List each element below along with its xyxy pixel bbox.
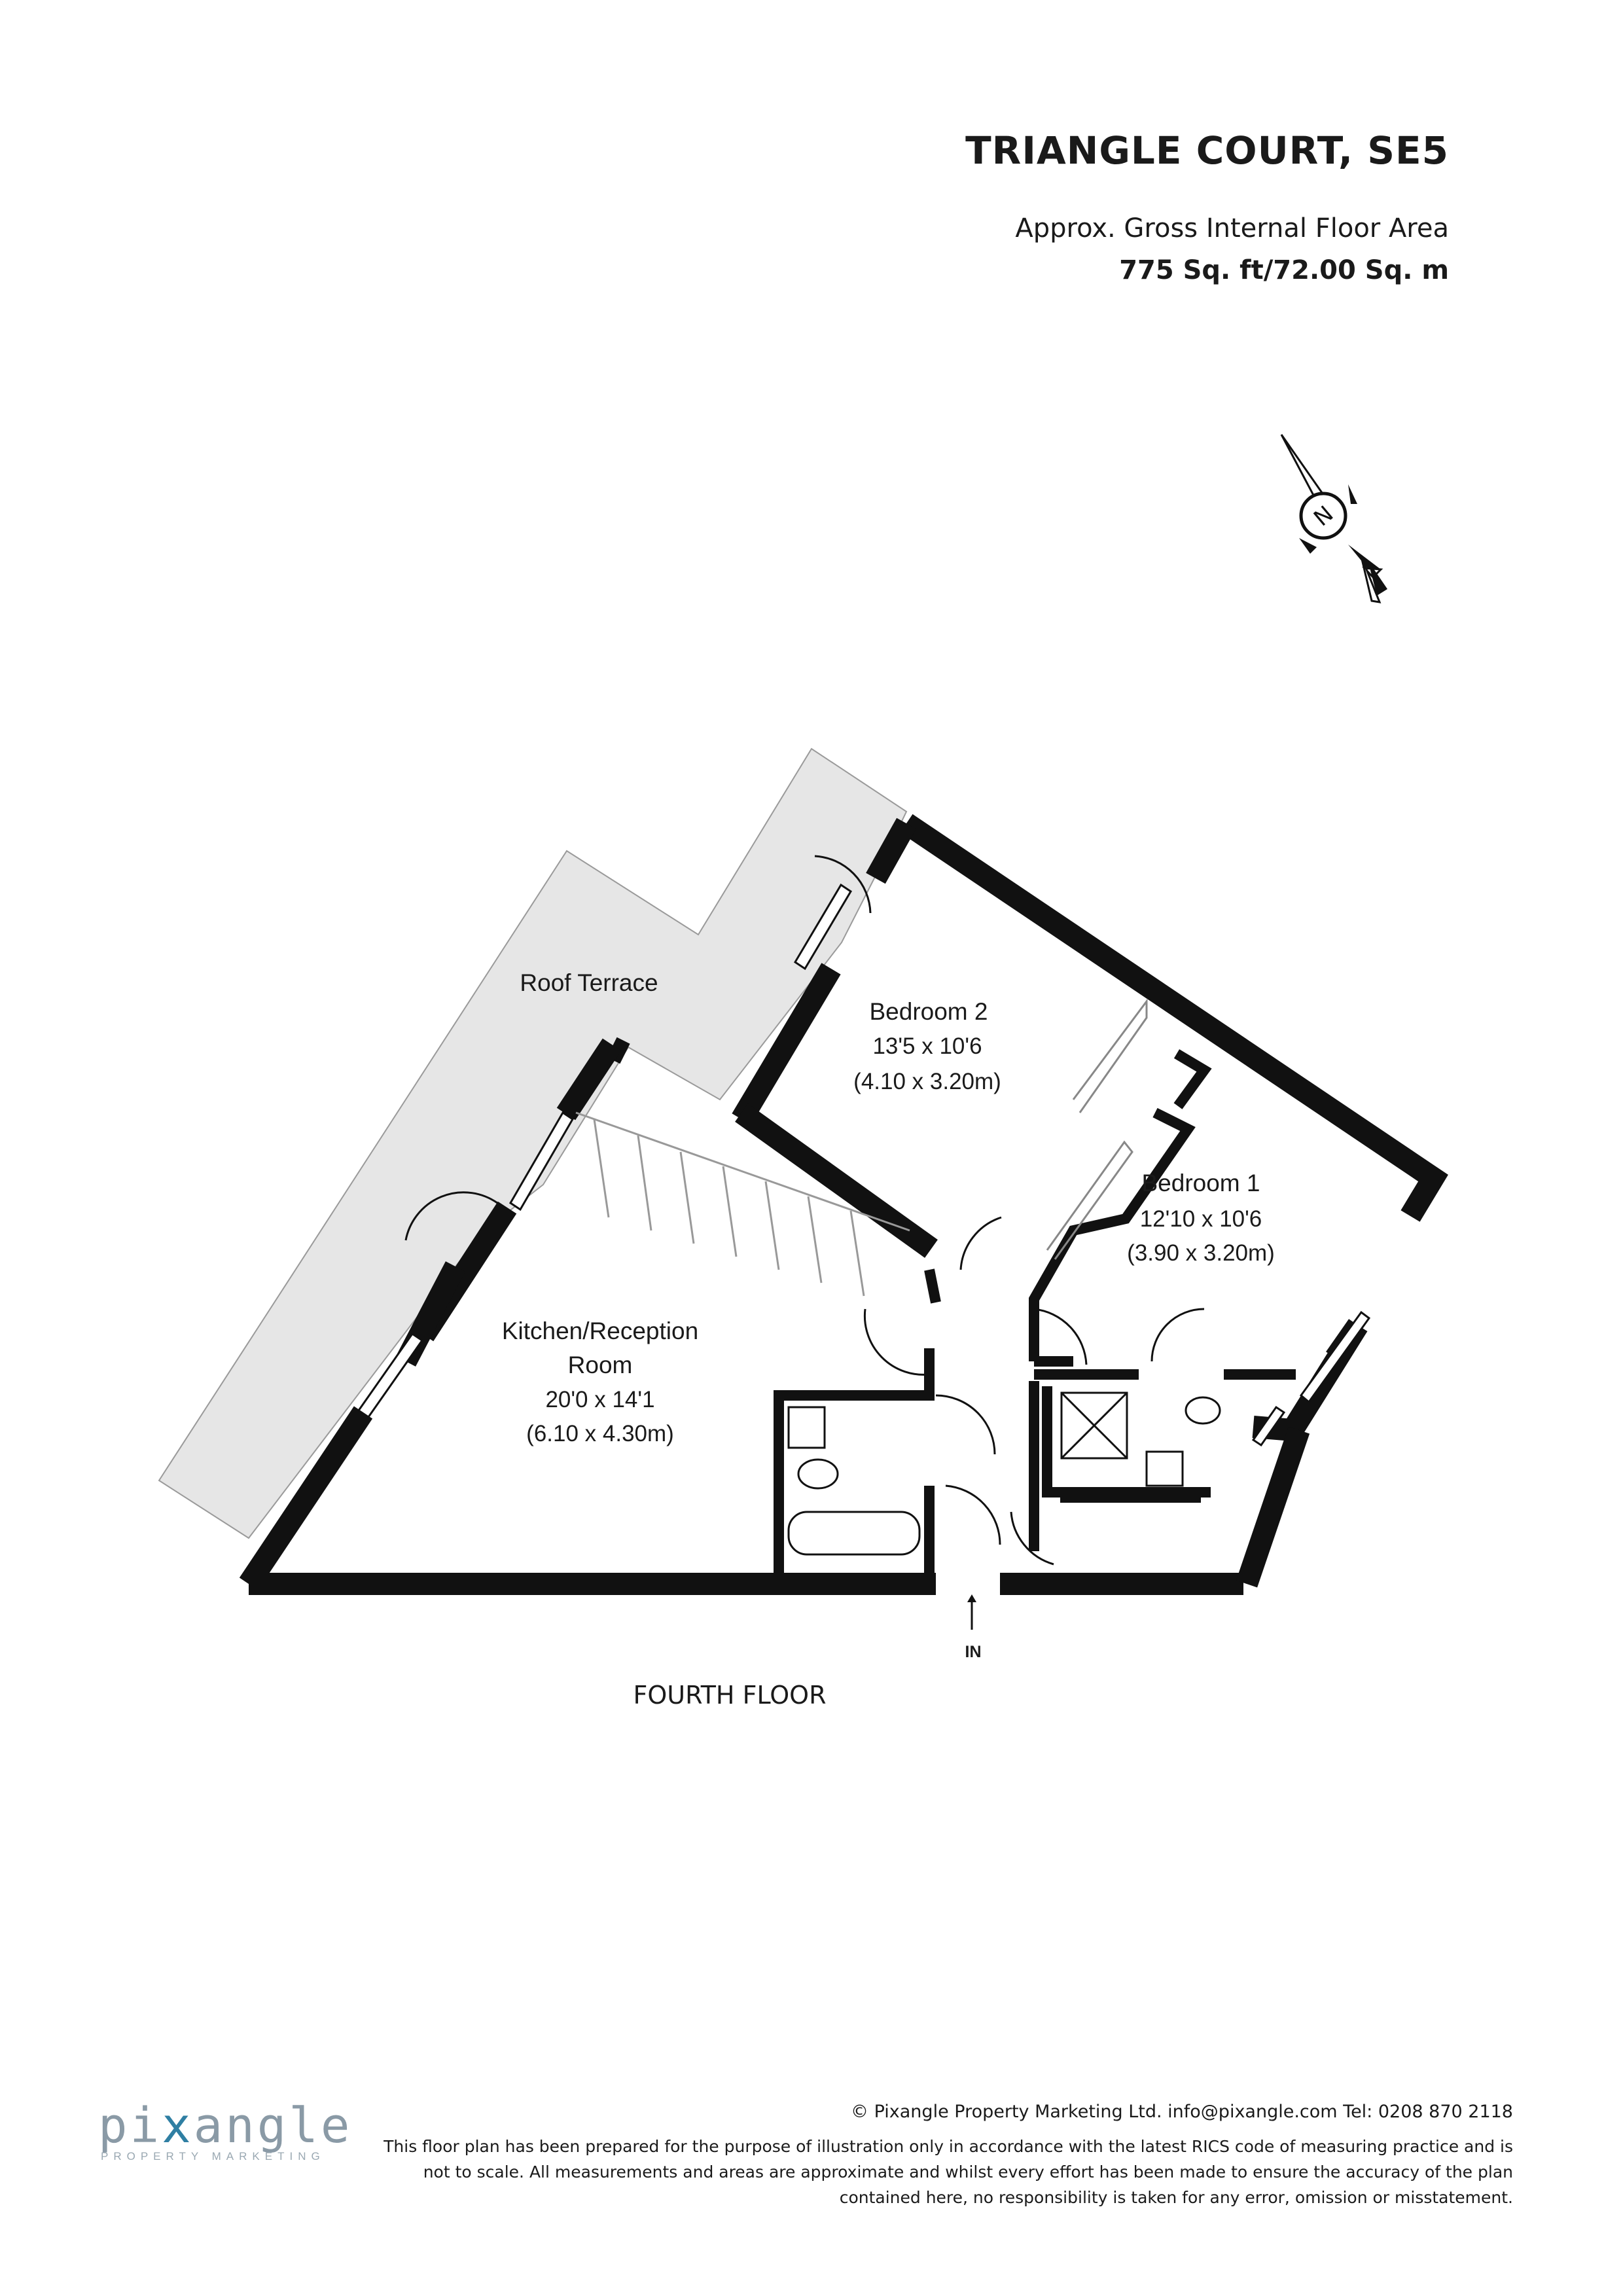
bedroom2-metric: (4.10 x 3.20m) xyxy=(853,1069,1001,1094)
interior-walls xyxy=(774,1049,1296,1584)
staircase xyxy=(575,1111,910,1297)
windows xyxy=(357,883,1371,1447)
floor-label: FOURTH FLOOR xyxy=(633,1681,827,1710)
disclaimer-line-1: This floor plan has been prepared for th… xyxy=(383,2137,1513,2156)
ensuite-basin-icon xyxy=(1145,1450,1184,1487)
basin-icon xyxy=(787,1406,826,1449)
area-value: 775 Sq. ft/72.00 Sq. m xyxy=(1119,255,1449,285)
bath-icon xyxy=(787,1511,921,1556)
footer: © Pixangle Property Marketing Ltd. info@… xyxy=(383,2099,1513,2210)
bedroom1-imperial: 12'10 x 10'6 xyxy=(1140,1206,1262,1232)
kitchen-name-line1: Kitchen/Reception xyxy=(502,1318,698,1344)
room-labels: Roof Terrace Bedroom 2 13'5 x 10'6 (4.10… xyxy=(502,969,1275,1661)
bathroom-fixtures xyxy=(787,1391,1221,1556)
logo-wordmark: pixangle xyxy=(98,2098,353,2154)
toilet-icon xyxy=(797,1458,839,1490)
door-swings xyxy=(404,855,1205,1566)
bedroom2-imperial: 13'5 x 10'6 xyxy=(872,1033,982,1059)
copyright-line: © Pixangle Property Marketing Ltd. info@… xyxy=(851,2102,1513,2122)
pixangle-logo: pixangle PROPERTY MARKETING xyxy=(98,2098,352,2163)
roof-terrace-label: Roof Terrace xyxy=(520,969,658,996)
area-label: Approx. Gross Internal Floor Area xyxy=(1015,213,1449,243)
disclaimer-line-3: contained here, no responsibility is tak… xyxy=(839,2188,1513,2207)
ensuite-toilet-icon xyxy=(1185,1396,1221,1425)
logo-tagline: PROPERTY MARKETING xyxy=(101,2150,325,2162)
kitchen-name-line2: Room xyxy=(568,1352,633,1378)
north-arrow-icon: N xyxy=(1280,434,1387,603)
bedroom1-metric: (3.90 x 3.20m) xyxy=(1127,1240,1275,1266)
wardrobes xyxy=(1046,998,1148,1260)
kitchen-metric: (6.10 x 4.30m) xyxy=(526,1421,674,1446)
property-title: TRIANGLE COURT, SE5 xyxy=(965,128,1449,173)
bedroom1-name: Bedroom 1 xyxy=(1142,1170,1260,1196)
entrance-label: IN xyxy=(965,1643,982,1661)
kitchen-imperial: 20'0 x 14'1 xyxy=(545,1387,654,1412)
bedroom2-name: Bedroom 2 xyxy=(870,998,988,1025)
disclaimer-line-2: not to scale. All measurements and areas… xyxy=(423,2162,1513,2181)
entrance-arrow-icon xyxy=(967,1594,976,1630)
plan-header: TRIANGLE COURT, SE5 Approx. Gross Intern… xyxy=(965,128,1449,285)
